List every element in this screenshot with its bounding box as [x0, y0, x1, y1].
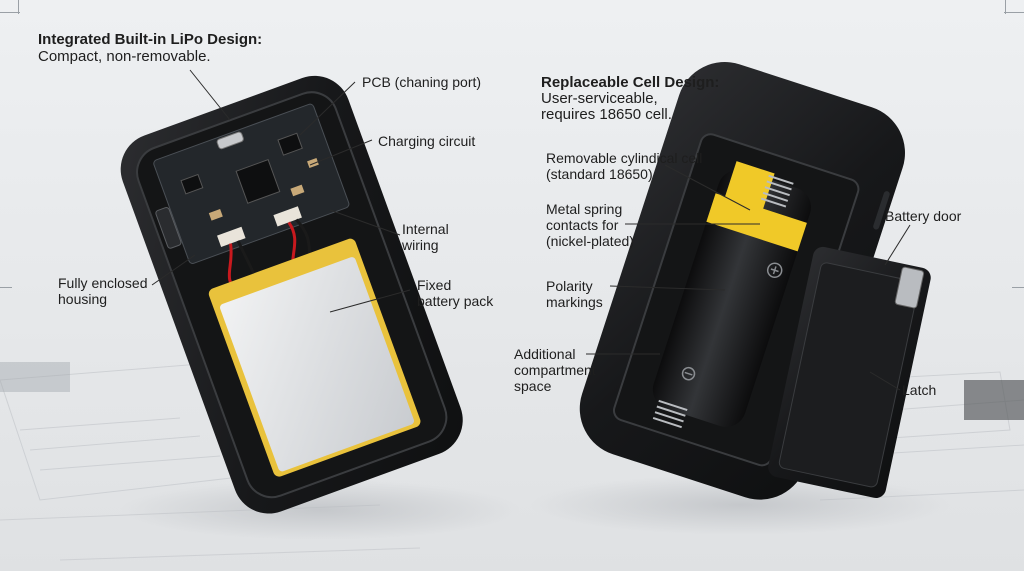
crop-mark [1005, 0, 1006, 14]
callout-enclosed-housing: Fully enclosed housing [58, 275, 148, 307]
pcb-connector [273, 206, 302, 227]
lipo-battery-cell [220, 257, 414, 472]
leader-polarity [609, 285, 726, 291]
crop-mark [1004, 12, 1024, 13]
crop-mark [0, 287, 12, 288]
usb-port-icon [216, 131, 244, 150]
leader-latch [869, 371, 901, 391]
pcb-connector [217, 226, 246, 247]
cell-tape [706, 193, 807, 252]
leader-housing [151, 254, 196, 286]
integrated-lipo-device [120, 75, 463, 514]
latch [894, 266, 925, 309]
callout-latch: Latch [902, 382, 937, 398]
shadow [120, 480, 520, 540]
leader-charging [309, 139, 373, 166]
callout-charging-circuit: Charging circuit [378, 133, 476, 149]
spring-icon [652, 174, 794, 429]
crop-mark [18, 0, 19, 14]
callout-cylindrical-cell: Removable cylindical cell (standard 1865… [546, 150, 703, 182]
pcb-chip [235, 158, 281, 204]
pcb-chip [277, 132, 303, 156]
pcb-component [307, 157, 319, 168]
callout-polarity: Polarity markings [546, 278, 603, 310]
callout-compartment-space: Additional compartment space [514, 346, 596, 394]
leader-wiring [329, 209, 401, 236]
left-heading: Integrated Built-in LiPo Design: [38, 31, 263, 48]
leader-battery [329, 289, 411, 313]
callout-internal-wiring: Internal wiring [402, 221, 449, 253]
leader-cell [664, 164, 751, 211]
crop-mark [0, 12, 20, 13]
callout-fixed-battery: Fixed battery pack [417, 277, 494, 309]
pcb-component [208, 209, 223, 221]
leader-pcb [299, 81, 356, 136]
left-subheading: Compact, non-removable. [38, 48, 211, 65]
callout-leaders [151, 69, 911, 391]
callout-pcb: PCB (chaning port) [362, 74, 482, 90]
right-subheading: User-serviceable, requires 18650 cell. [541, 90, 672, 123]
pcb-chip [180, 173, 204, 195]
side-switch [155, 206, 182, 249]
battery-door-inner [778, 262, 920, 488]
pcb-component [290, 184, 305, 197]
leader-heading-left [189, 69, 231, 121]
side-slot [873, 191, 890, 230]
battery-door [768, 246, 931, 498]
callout-battery-door: Battery door [885, 208, 962, 224]
leader-door [884, 224, 911, 266]
background-blueprints [0, 359, 1024, 561]
right-heading: Replaceable Cell Design: [541, 74, 720, 91]
crop-mark [1012, 287, 1024, 288]
plus-polarity-icon [681, 262, 783, 381]
callout-spring-contacts: Metal spring contacts for (nickel-plated… [546, 201, 634, 249]
